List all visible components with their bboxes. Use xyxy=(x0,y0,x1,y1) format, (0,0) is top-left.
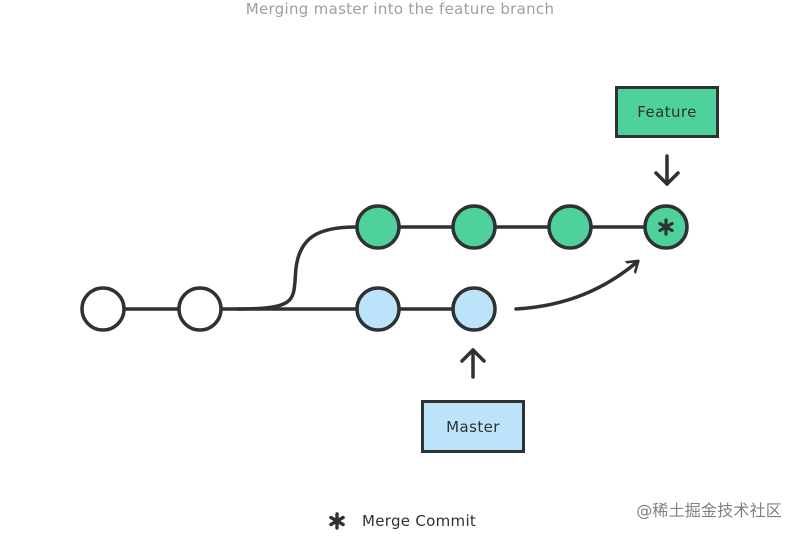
feature-branch-label-text: Feature xyxy=(637,103,697,121)
branch-off-curve xyxy=(236,225,357,311)
master-pointer-arrow xyxy=(460,348,486,379)
feature-commit-1 xyxy=(355,204,401,250)
feature-commit-2 xyxy=(451,204,497,250)
feature-commit-3 xyxy=(547,204,593,250)
diagram-caption: Merging master into the feature branch xyxy=(245,0,555,18)
merge-commit-star-icon xyxy=(329,512,345,530)
master-branch-label-text: Master xyxy=(446,417,500,436)
feature-pointer-arrow xyxy=(654,154,680,186)
master-commit-1 xyxy=(355,286,401,332)
master-commit-2 xyxy=(451,286,497,332)
feature-branch-label: Feature xyxy=(615,86,719,138)
legend: Merge Commit xyxy=(327,509,476,533)
base-commit-2 xyxy=(177,286,223,332)
watermark: @稀土掘金技术社区 xyxy=(636,501,782,520)
merge-star-icon xyxy=(658,218,674,236)
merge-arrow xyxy=(514,262,637,311)
legend-label: Merge Commit xyxy=(362,512,477,530)
base-commit-1 xyxy=(80,286,126,332)
master-branch-label: Master xyxy=(421,400,525,453)
